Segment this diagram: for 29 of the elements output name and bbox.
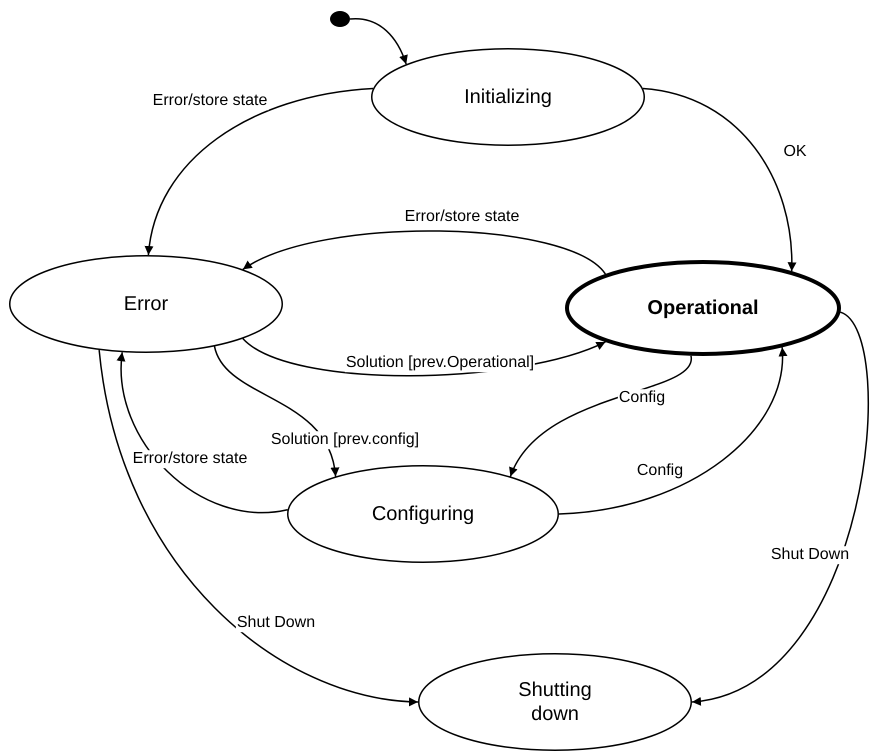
transition-arrow [642, 88, 796, 272]
state-ellipse [287, 465, 559, 563]
state-ellipse [418, 653, 692, 751]
edge-label: Solution [prev.Operational] [344, 354, 536, 372]
state-name: Shutting down [517, 678, 593, 726]
state-ellipse [371, 48, 645, 146]
edge-label: Error/store state [132, 450, 248, 468]
state-name: Configuring [372, 502, 474, 526]
transition-arrow [117, 352, 288, 514]
edge-label: Config [618, 389, 666, 407]
edge-label: Config [636, 462, 684, 480]
state-name: Initializing [464, 85, 552, 109]
transition-arrow [145, 88, 374, 256]
transition-arrow [350, 18, 408, 64]
edge-label: Shut Down [236, 614, 316, 632]
state-name: Operational [647, 296, 759, 320]
transition-arrow [242, 230, 606, 275]
edge-label: Shut Down [770, 546, 850, 564]
transition-arrow [98, 350, 418, 706]
state-ellipse [9, 255, 283, 353]
state-name: Error [124, 292, 168, 316]
state-ellipse [565, 260, 841, 356]
edge-label: Solution [prev.config] [270, 431, 420, 449]
transition-arrow [510, 356, 692, 477]
transition-arrow [558, 347, 787, 515]
transition-arrow [692, 312, 869, 704]
edge-label: Error/store state [152, 92, 268, 110]
transition-arrow [214, 346, 338, 477]
initial-state-dot [330, 11, 350, 27]
